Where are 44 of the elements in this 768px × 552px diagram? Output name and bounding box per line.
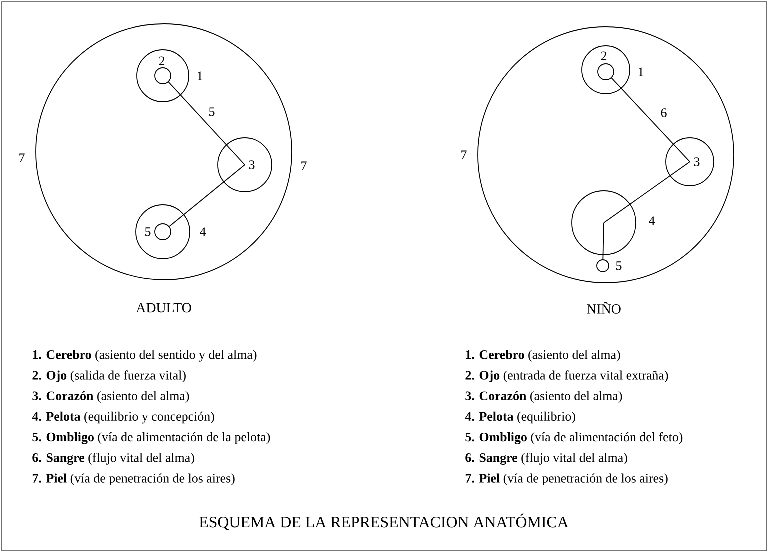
legend-item: 6. Sangre (flujo vital del alma) xyxy=(32,453,194,465)
legend-item: 1. Cerebro (asiento del alma) xyxy=(466,350,620,362)
callout-number: 1 xyxy=(198,72,202,80)
legend-item: 2. Ojo (salida de fuerza vital) xyxy=(32,370,186,383)
callout-number: 4 xyxy=(649,216,656,226)
body-circle xyxy=(596,260,610,272)
body-circle xyxy=(154,68,172,84)
connector-line xyxy=(611,78,690,162)
callout-number: 1 xyxy=(638,68,644,76)
legend-item: 7. Piel (vía de penetración de los aires) xyxy=(32,474,235,486)
legend-item: 5. Ombligo (vía de alimentación del feto) xyxy=(466,432,683,444)
body-circle xyxy=(36,24,292,280)
body-circle xyxy=(598,64,614,80)
legend-item: 4. Pelota (equilibrio) xyxy=(465,412,576,424)
caption: ESQUEMA DE LA REPRESENTACION ANATÓMICA xyxy=(200,514,569,530)
figure-title: ADULTO xyxy=(136,303,192,313)
figure-title: NIÑO xyxy=(586,302,621,314)
legend-item: 5. Ombligo (vía de alimentación de la pelota) xyxy=(32,432,270,444)
legend-item: 6. Sangre (flujo vital del alma) xyxy=(466,453,628,465)
connector-line xyxy=(604,162,690,224)
body-circle xyxy=(478,26,734,284)
body-circle xyxy=(136,204,190,260)
callout-number: 2 xyxy=(601,52,607,60)
callout-number: 7 xyxy=(462,150,467,160)
callout-number: 7 xyxy=(20,154,25,162)
body-circle xyxy=(582,46,630,94)
legend-item: 2. Ojo (entrada de fuerza vital extraña) xyxy=(466,370,668,383)
body-circle xyxy=(572,190,636,256)
edge-label: 5 xyxy=(210,108,215,116)
callout-number: 5 xyxy=(146,228,151,236)
legend-item: 7. Piel (vía de penetración de los aires) xyxy=(466,474,668,486)
legend-item: 1. Cerebro (asiento del sentido y del alma) xyxy=(33,350,257,362)
connector-line xyxy=(168,82,246,166)
legend-item: 3. Corazón (asiento del alma) xyxy=(32,391,190,404)
body-circle xyxy=(136,50,190,102)
callout-number: 4 xyxy=(200,228,206,236)
callout-number: 2 xyxy=(159,56,165,66)
callout-number: 7 xyxy=(302,162,307,170)
connector-line xyxy=(169,164,246,228)
legend-item: 3. Corazón (asiento del alma) xyxy=(466,391,622,404)
edge-label: 6 xyxy=(661,108,667,118)
legend-item: 4. Pelota (equilibrio y concepción) xyxy=(32,412,214,424)
body-circle xyxy=(154,224,172,240)
callout-number: 5 xyxy=(616,262,622,270)
